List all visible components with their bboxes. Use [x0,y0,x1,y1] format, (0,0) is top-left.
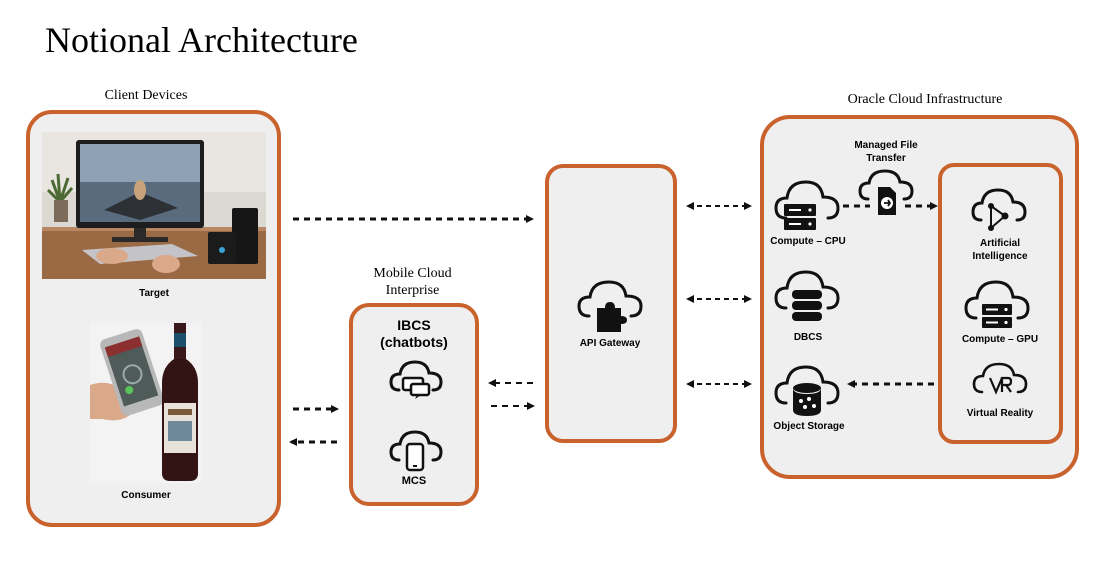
mcs-cloud-icon [389,426,443,477]
compute-gpu-cloud-icon [964,278,1030,337]
compute-cpu-label: Compute – CPU [770,236,846,247]
mobile-cloud-heading: Mobile Cloud Interprise [350,265,475,299]
managed-file-transfer-icon [858,167,914,222]
mobile-cloud-heading-line1: Mobile Cloud Interprise [373,266,452,298]
compute-cpu-cloud-icon [774,178,840,237]
ibcs-label: IBCS (chatbots) [380,317,448,350]
client-devices-heading: Client Devices [104,88,188,103]
compute-gpu-label: Compute – GPU [961,334,1039,345]
virtual-reality-cloud-icon [972,360,1028,405]
target-photo [42,132,266,279]
page-title: Notional Architecture [45,20,358,60]
artificial-intelligence-cloud-icon [971,186,1027,239]
object-storage-cloud-icon [774,363,840,424]
managed-file-transfer-label: Managed File Transfer [854,140,918,164]
api-gateway-cloud-icon [577,276,643,337]
chatbot-cloud-icon [389,356,443,405]
consumer-photo [90,323,202,483]
dbcs-label: DBCS [793,332,823,343]
oracle-cloud-heading: Oracle Cloud Infrastructure [847,92,1003,107]
api-gateway-label: API Gateway [579,338,641,349]
mobile-cloud-box [349,303,479,506]
virtual-reality-label: Virtual Reality [966,408,1034,419]
object-storage-label: Object Storage [773,421,845,432]
dbcs-cloud-icon [774,268,840,329]
target-label: Target [139,288,169,299]
artificial-intelligence-label: Artificial Intelligence [972,238,1028,262]
mcs-label: MCS [401,475,427,487]
ai-services-box [938,163,1063,444]
consumer-label: Consumer [121,490,171,501]
